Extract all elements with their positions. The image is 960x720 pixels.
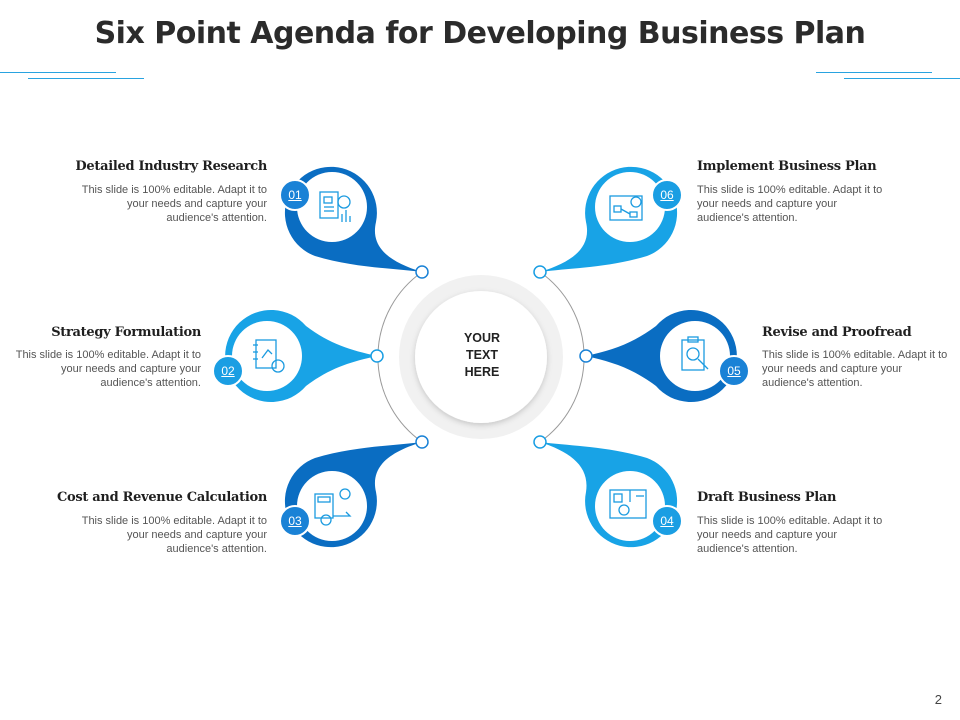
icon-circle bbox=[595, 172, 665, 242]
number-badge bbox=[718, 355, 750, 387]
icon-circle bbox=[595, 471, 665, 541]
item-number: 02 bbox=[221, 364, 235, 378]
agenda-item-05 bbox=[586, 310, 750, 402]
blueprint-dollar-icon bbox=[609, 489, 647, 519]
item-description: This slide is 100% editable. Adapt it to… bbox=[81, 515, 267, 555]
flowchart-gear-icon bbox=[609, 195, 643, 221]
title-decoration-line bbox=[816, 72, 932, 73]
center-text-line: YOUR bbox=[463, 331, 501, 345]
number-badge bbox=[651, 505, 683, 537]
item-title: Revise and Proofread bbox=[762, 325, 912, 340]
number-badge bbox=[279, 505, 311, 537]
item-description: This slide is 100% editable. Adapt it to… bbox=[697, 515, 883, 555]
item-title: Cost and Revenue Calculation bbox=[56, 490, 267, 505]
title-decoration-line bbox=[0, 72, 116, 73]
connector-dot bbox=[533, 265, 547, 279]
connector-dot bbox=[415, 435, 429, 449]
item-number: 01 bbox=[288, 188, 302, 202]
connector-dot bbox=[533, 435, 547, 449]
strategy-notebook-icon bbox=[253, 339, 285, 373]
item-number: 03 bbox=[288, 514, 302, 528]
connector-dot bbox=[370, 349, 384, 363]
number-badge bbox=[279, 179, 311, 211]
item-title: Draft Business Plan bbox=[697, 490, 837, 505]
connector-dot bbox=[579, 349, 593, 363]
number-badge bbox=[212, 355, 244, 387]
agenda-item-02 bbox=[212, 310, 377, 403]
calculator-dollar-icon bbox=[314, 488, 352, 526]
agenda-item-04 bbox=[540, 442, 683, 548]
connector-dot bbox=[415, 265, 429, 279]
item-description: This slide is 100% editable. Adapt it to… bbox=[697, 184, 883, 224]
icon-circle bbox=[297, 471, 367, 541]
center-text: YOUR TEXT HERE bbox=[432, 330, 532, 381]
report-chart-icon bbox=[319, 191, 351, 222]
item-description: This slide is 100% editable. Adapt it to… bbox=[15, 349, 201, 389]
item-number: 05 bbox=[727, 364, 741, 378]
center-text-line: HERE bbox=[464, 365, 500, 379]
title-decoration-line bbox=[28, 78, 144, 79]
number-badge bbox=[651, 179, 683, 211]
center-text-line: TEXT bbox=[466, 348, 498, 362]
item-number: 06 bbox=[660, 188, 674, 202]
page-number: 2 bbox=[934, 692, 942, 707]
page-title: Six Point Agenda for Developing Business… bbox=[94, 16, 866, 51]
icon-circle bbox=[660, 321, 730, 391]
icon-circle bbox=[232, 321, 302, 391]
item-description: This slide is 100% editable. Adapt it to… bbox=[81, 184, 267, 224]
title-decoration-line bbox=[844, 78, 960, 79]
agenda-item-01 bbox=[279, 166, 422, 272]
item-title: Implement Business Plan bbox=[697, 159, 877, 174]
agenda-item-03 bbox=[279, 442, 422, 548]
clipboard-magnifier-icon bbox=[681, 336, 709, 371]
item-title: Strategy Formulation bbox=[51, 325, 201, 340]
item-description: This slide is 100% editable. Adapt it to… bbox=[762, 349, 948, 389]
center-circle bbox=[415, 291, 547, 423]
item-title: Detailed Industry Research bbox=[75, 159, 267, 174]
item-number: 04 bbox=[660, 514, 674, 528]
agenda-item-06 bbox=[540, 166, 683, 272]
